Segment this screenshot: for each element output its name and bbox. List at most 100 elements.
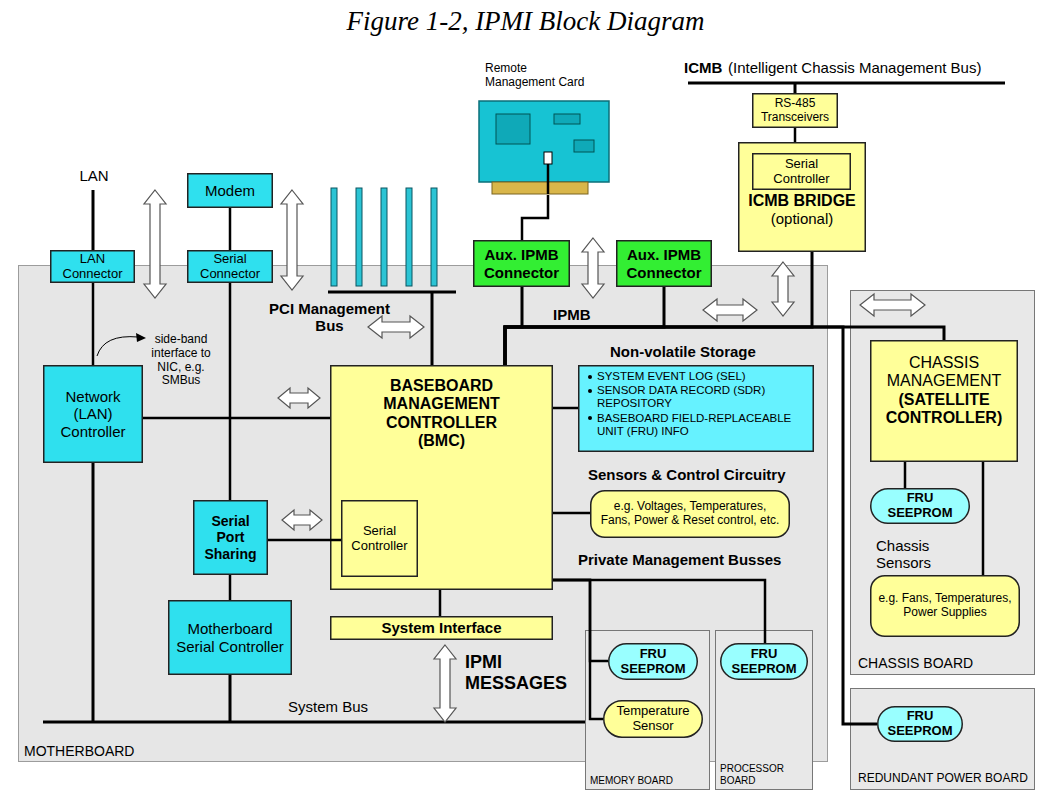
bus-name: ICMB: [684, 59, 734, 76]
heading-wrap: Sensors & Control Circuitry: [588, 466, 800, 483]
connector-line: [229, 283, 232, 500]
node-text: FRU SEEPROM: [723, 647, 805, 677]
box-outline: [51, 251, 135, 283]
connector-line: [553, 407, 578, 410]
bullet-text: SENSOR DATA RECORD (SDR) REPOSITORY: [586, 384, 808, 410]
heading-wrap: Remote Management Card: [485, 62, 591, 90]
bus-drop-line: [92, 463, 95, 722]
card-header-connector: [544, 152, 552, 164]
motherboard-region: MOTHERBOARD Network (LAN) Controller BASEB…: [18, 265, 828, 762]
node-text: FRU SEEPROM: [611, 647, 695, 677]
pci-slot: [431, 188, 437, 286]
label-wrap: Private Management Busses: [578, 551, 808, 568]
node-text: Serial Connector: [190, 252, 270, 282]
box-outline: [474, 241, 570, 287]
box-outline: [604, 701, 703, 738]
box-outline: [331, 617, 553, 640]
label-wrap: IPMB: [553, 306, 603, 323]
node-text: Serial Port Sharing: [196, 513, 265, 561]
box-outline: [617, 241, 712, 287]
storage-box: Non-volatile StorageSYSTEM EVENT LOG (SE…: [578, 365, 814, 452]
controller-box: CHASSIS MANAGEMENT(SATELLITE CONTROLLER): [870, 340, 1018, 462]
board-region: MEMORY BOARD FRU SEEPROM Temperature Senso…: [585, 630, 710, 790]
box-outline: [609, 644, 698, 680]
node-text: Serial Controller: [344, 524, 415, 554]
figure-title: Figure 1-2, IPMI Block Diagram: [0, 6, 1051, 37]
bus-name: PCI Management Bus: [262, 300, 397, 335]
box-outline: [331, 366, 553, 590]
box-outline: [591, 491, 790, 538]
bridge-box: ICMB BRIDGE(optional) Serial Controller: [738, 142, 866, 252]
bus-name: System Bus: [288, 698, 388, 715]
connector-box: Aux. IPMB Connector: [616, 240, 712, 287]
box-outline: [753, 154, 851, 190]
bullet-text: BASEBOARD FIELD-REPLACEABLE UNIT (FRU) I…: [586, 412, 808, 438]
connector-line: [522, 195, 548, 240]
box-outline: [851, 689, 1035, 790]
node-text: MOTHERBOARD: [24, 743, 828, 759]
connector-box: Serial Connector: [187, 250, 273, 283]
box-outline: [342, 501, 418, 577]
box-outline: [579, 366, 814, 452]
node-text: Aux. IPMB Connector: [476, 246, 567, 281]
icmb-bus-line: [688, 82, 1005, 85]
card-board: [479, 101, 609, 182]
transceiver-box: RS-485 Transceivers: [752, 93, 838, 128]
board-region: CHASSIS BOARDCHASSIS MANAGEMENT(SATELLIT…: [850, 290, 1035, 675]
label-wrap: System Bus: [288, 698, 388, 715]
node-text: FRU SEEPROM: [880, 709, 960, 739]
node-text: System Interface: [333, 619, 550, 636]
controller-box: Motherboard Serial Controller: [168, 600, 292, 675]
connector-line: [439, 590, 442, 616]
bmc-box: BASEBOARD MANAGEMENT CONTROLLER (BMC) Ser…: [330, 365, 553, 590]
node-text: ICMB BRIDGE: [742, 192, 862, 210]
node-text: BASEBOARD MANAGEMENT CONTROLLER (BMC): [370, 377, 513, 451]
node-text: Modem: [190, 182, 270, 199]
bullet-dot: [588, 375, 592, 379]
box-outline: [753, 94, 838, 128]
bullet-text: SYSTEM EVENT LOG (SEL): [586, 370, 808, 383]
node-text: e.g. Fans, Temperatures, Power Supplies: [873, 592, 1017, 620]
heading-text: Non-volatile Storage: [610, 343, 810, 360]
controller-box: Serial Controller: [752, 153, 851, 190]
connector-line: [143, 417, 330, 420]
label-wrap: side-band interface to NIC, e.g. SMBus: [150, 333, 212, 388]
box-outline: [739, 143, 866, 252]
system-bus-line: [43, 721, 585, 724]
node-text: FRU SEEPROM: [873, 491, 967, 521]
title-wrap: Figure 1-2, IPMI Block Diagram: [0, 6, 1051, 37]
sensor-pill: Temperature Sensor: [603, 700, 703, 738]
board-region: PROCESSOR BOARDFRU SEEPROM: [715, 630, 813, 790]
node-text: MEMORY BOARD: [590, 775, 708, 787]
controller-box: Serial Controller: [341, 500, 418, 577]
connector-box: LAN Connector: [50, 250, 135, 283]
connector-line: [553, 512, 590, 515]
bus-drop-line: [794, 83, 797, 93]
sharing-box: Serial Port Sharing: [193, 500, 268, 575]
sensor-box: Chassis Sensorse.g. Fans, Temperatures, …: [870, 575, 1020, 637]
node-text: (optional): [742, 210, 862, 227]
heading-wrap: Non-volatile Storage: [610, 343, 810, 360]
card-chip: [574, 140, 594, 152]
card-chip: [496, 114, 530, 144]
pci-bus-line: [328, 291, 456, 294]
node-text: CHASSIS MANAGEMENT: [874, 354, 1014, 391]
seeprom-pill: FRU SEEPROM: [870, 488, 970, 524]
connector-line: [229, 575, 232, 600]
label-wrap: PCI Management Bus: [262, 300, 397, 335]
bullet-dot: [588, 416, 592, 420]
label-wrap: (Intelligent Chassis Management Bus): [728, 59, 1028, 76]
connector-box: Aux. IPMB Connector: [473, 240, 570, 287]
node-text: (SATELLITE CONTROLLER): [874, 391, 1014, 428]
seeprom-pill: FRU SEEPROM: [720, 643, 808, 680]
box-outline: [871, 489, 970, 524]
bullet-dot: [588, 389, 592, 393]
sensor-box: Sensors & Control Circuitrye.g. Voltages…: [590, 490, 790, 538]
node-text: Network (LAN) Controller: [46, 388, 140, 440]
node-text: REDUNDANT POWER BOARD: [858, 772, 1033, 786]
message-label: IPMI MESSAGES: [465, 652, 577, 693]
heading-text: Sensors & Control Circuitry: [588, 466, 800, 483]
pci-slot: [381, 188, 387, 286]
node-text: e.g. Voltages, Temperatures, Fans, Power…: [600, 500, 780, 528]
